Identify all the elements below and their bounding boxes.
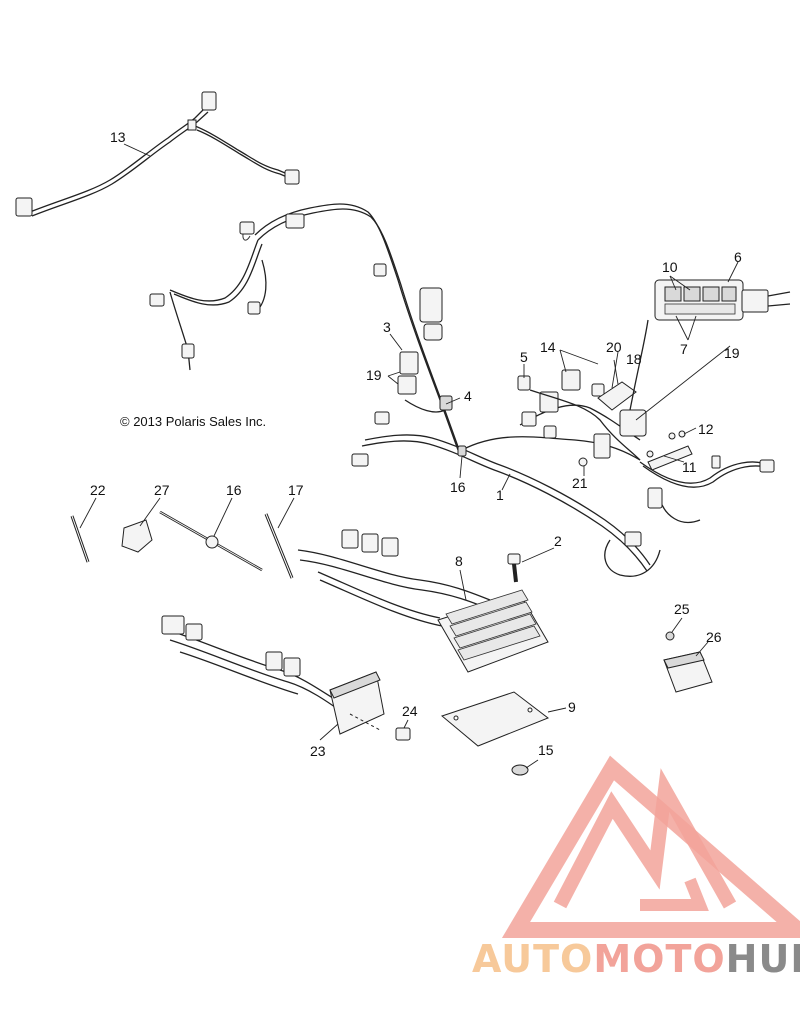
watermark-moto: MOTO bbox=[593, 937, 725, 981]
main-harness-1 bbox=[149, 203, 775, 577]
callout-22: 22 bbox=[90, 482, 106, 498]
relay-26 bbox=[663, 631, 713, 693]
grommet-15 bbox=[511, 764, 529, 776]
fuse-box-6 bbox=[629, 279, 791, 411]
clip-icon bbox=[439, 395, 453, 411]
watermark-hub: HUB bbox=[726, 937, 800, 981]
clip-27 bbox=[121, 519, 153, 553]
callout-25: 25 bbox=[674, 601, 690, 617]
callout-27: 27 bbox=[154, 482, 170, 498]
regulator-8 bbox=[297, 529, 549, 673]
part-12-icon bbox=[668, 432, 676, 440]
callout-11: 11 bbox=[682, 459, 697, 475]
connector-icon bbox=[351, 453, 369, 467]
connector-icon bbox=[149, 293, 165, 307]
connector-icon bbox=[419, 287, 443, 323]
watermark-brand: AUTOMOTOHUB bbox=[472, 937, 800, 981]
plate-9 bbox=[440, 691, 550, 776]
connector-icon bbox=[521, 411, 537, 427]
part-18-icon bbox=[597, 381, 637, 411]
callout-labels: 13 3 19 4 5 14 20 18 10 6 7 19 12 11 21 … bbox=[90, 129, 742, 759]
part-5-icon bbox=[517, 375, 531, 391]
callout-17: 17 bbox=[288, 482, 304, 498]
callout-2: 2 bbox=[554, 533, 562, 549]
part-14-icon bbox=[539, 391, 559, 413]
bolt-24 bbox=[395, 727, 411, 741]
connector-icon bbox=[373, 263, 387, 277]
callout-5: 5 bbox=[520, 349, 528, 365]
relay-3 bbox=[397, 351, 419, 395]
callout-10: 10 bbox=[662, 259, 678, 275]
callout-16: 16 bbox=[450, 479, 466, 495]
callout-4: 4 bbox=[464, 388, 472, 404]
part-20-icon bbox=[591, 383, 605, 397]
callout-19b: 19 bbox=[724, 345, 740, 361]
callout-19: 19 bbox=[366, 367, 382, 383]
cable-ties bbox=[70, 510, 294, 579]
callout-26: 26 bbox=[706, 629, 722, 645]
connector-icon bbox=[374, 411, 390, 425]
connector-icon bbox=[247, 301, 261, 315]
callout-18: 18 bbox=[626, 351, 642, 367]
bolt-2 bbox=[507, 553, 521, 583]
connector-icon bbox=[593, 433, 611, 459]
copyright-notice: © 2013 Polaris Sales Inc. bbox=[120, 414, 266, 429]
connector-block-icon bbox=[619, 409, 647, 437]
part-21-icon bbox=[578, 457, 588, 467]
harness-13 bbox=[15, 91, 300, 217]
callout-7: 7 bbox=[680, 341, 688, 357]
connector-icon bbox=[181, 343, 195, 359]
connector-icon bbox=[543, 425, 557, 439]
connector-icon bbox=[647, 487, 663, 509]
module-23 bbox=[161, 615, 411, 741]
connector-icon bbox=[285, 213, 305, 229]
connector-icon bbox=[624, 531, 642, 547]
connector-icon bbox=[759, 459, 775, 473]
callout-20: 20 bbox=[606, 339, 622, 355]
connector-icon bbox=[284, 169, 300, 185]
callout-13: 13 bbox=[110, 129, 126, 145]
clip-icon bbox=[187, 119, 197, 131]
screw-25 bbox=[665, 631, 675, 641]
watermark-auto: AUTO bbox=[472, 937, 593, 981]
leader-lines bbox=[79, 143, 739, 769]
grommet-icon bbox=[423, 323, 443, 341]
connector-icon bbox=[15, 197, 33, 217]
connector-icon bbox=[711, 455, 721, 469]
callout-24: 24 bbox=[402, 703, 418, 719]
callout-9: 9 bbox=[568, 699, 576, 715]
callout-8: 8 bbox=[455, 553, 463, 569]
callout-14: 14 bbox=[540, 339, 556, 355]
callout-3: 3 bbox=[383, 319, 391, 335]
automotohub-logo bbox=[501, 755, 800, 938]
clip-icon bbox=[457, 445, 467, 457]
callout-16b: 16 bbox=[226, 482, 242, 498]
callout-6: 6 bbox=[734, 249, 742, 265]
callout-23: 23 bbox=[310, 743, 326, 759]
callout-21: 21 bbox=[572, 475, 588, 491]
part-14-icon bbox=[561, 369, 581, 391]
callout-1: 1 bbox=[496, 487, 504, 503]
connector-icon bbox=[201, 91, 217, 111]
callout-15: 15 bbox=[538, 742, 554, 758]
connector-icon bbox=[239, 221, 255, 235]
callout-12: 12 bbox=[698, 421, 714, 437]
sensor-cluster bbox=[517, 369, 647, 467]
